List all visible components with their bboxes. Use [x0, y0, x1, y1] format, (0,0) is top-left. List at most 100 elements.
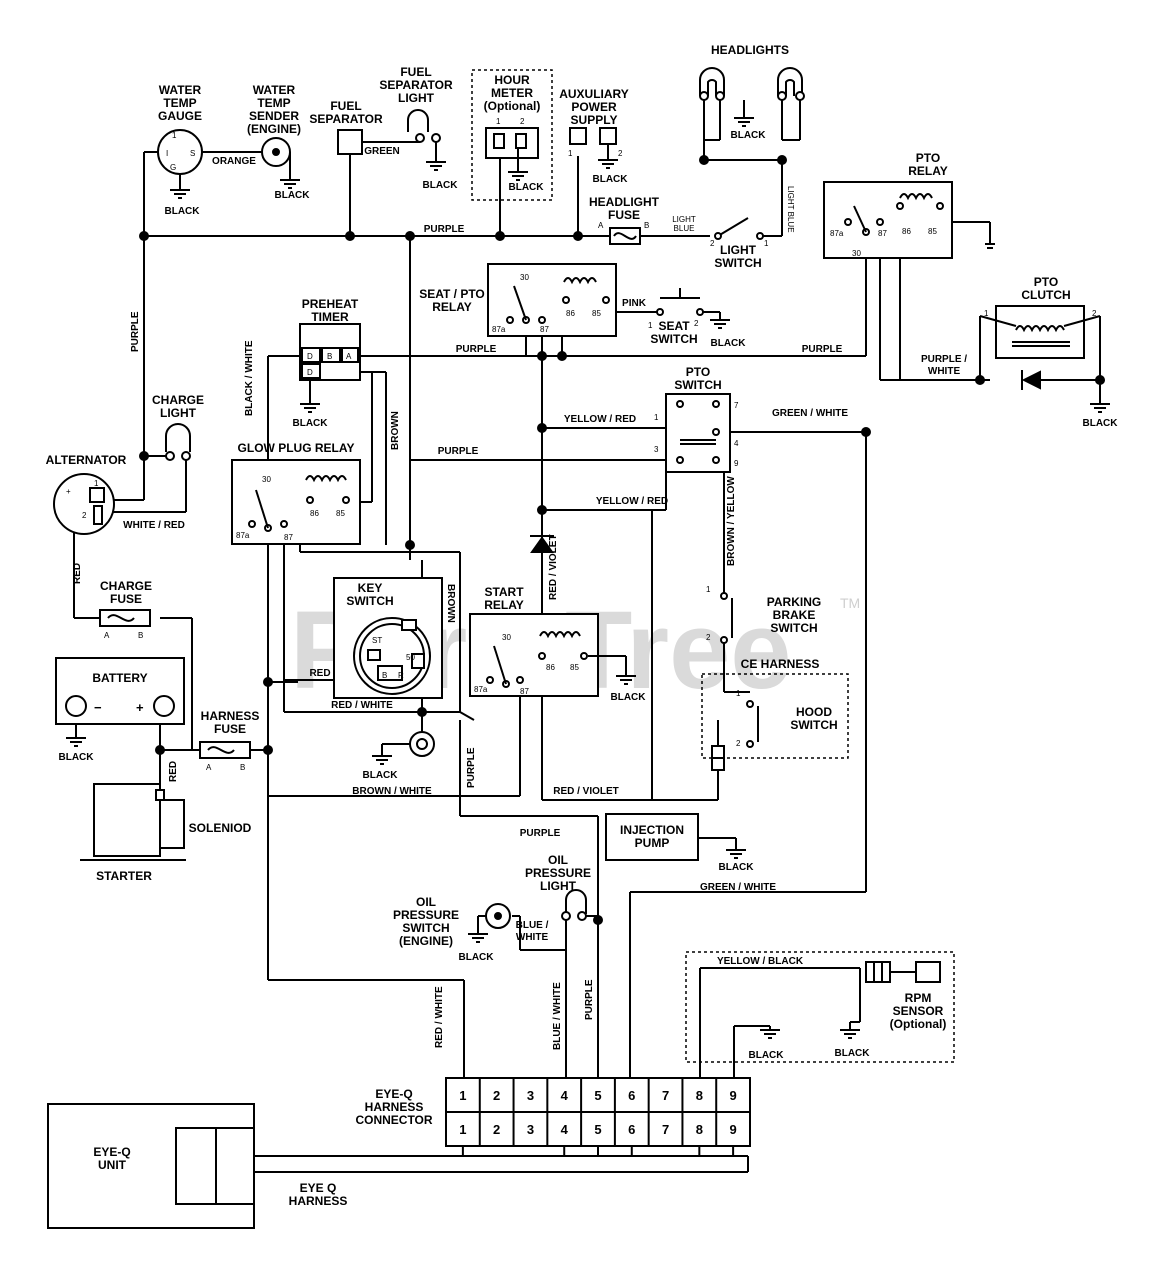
svg-text:PINK: PINK	[622, 298, 647, 309]
svg-text:BLUE: BLUE	[674, 224, 695, 233]
svg-text:WHITE: WHITE	[516, 932, 549, 943]
svg-text:CHARGE: CHARGE	[152, 393, 204, 407]
svg-text:TIMER: TIMER	[311, 310, 349, 324]
svg-text:+: +	[136, 700, 144, 715]
svg-text:A: A	[346, 352, 352, 361]
svg-text:TEMP: TEMP	[257, 96, 290, 110]
svg-text:BROWN: BROWN	[390, 411, 401, 450]
svg-text:YELLOW / RED: YELLOW / RED	[564, 414, 636, 425]
connector-pin-top: 1	[459, 1088, 466, 1103]
svg-text:2: 2	[710, 239, 715, 248]
svg-text:1: 1	[648, 321, 653, 330]
svg-text:1: 1	[984, 309, 989, 318]
svg-text:9: 9	[734, 459, 739, 468]
connector-pin-top: 6	[628, 1088, 635, 1103]
svg-text:EYE-Q: EYE-Q	[375, 1087, 412, 1101]
svg-text:B: B	[138, 631, 143, 640]
svg-text:85: 85	[592, 309, 601, 318]
headlights-ground-label: BLACK	[731, 130, 767, 141]
svg-text:G: G	[170, 163, 176, 172]
connector-pin-bottom: 7	[662, 1122, 669, 1137]
svg-text:BLACK: BLACK	[1083, 418, 1119, 429]
svg-text:LIGHT: LIGHT	[720, 243, 757, 257]
svg-text:RED / VIOLET: RED / VIOLET	[553, 786, 619, 797]
svg-text:PRESSURE: PRESSURE	[393, 908, 459, 922]
svg-text:SENSOR: SENSOR	[893, 1004, 944, 1018]
svg-text:EYE-Q: EYE-Q	[93, 1145, 130, 1159]
preheat-timer: D B A D PREHEAT TIMER BLACK BLACK / WHIT…	[244, 297, 401, 450]
svg-text:87: 87	[520, 687, 529, 696]
svg-text:GAUGE: GAUGE	[158, 109, 202, 123]
svg-text:ST: ST	[372, 636, 382, 645]
connector-pin-top: 7	[662, 1088, 669, 1103]
svg-text:SEPARATOR: SEPARATOR	[309, 112, 383, 126]
connector-pin-bottom: 9	[729, 1122, 736, 1137]
svg-text:A: A	[598, 221, 604, 230]
svg-text:EYE Q: EYE Q	[300, 1181, 337, 1195]
svg-text:BLACK / WHITE: BLACK / WHITE	[244, 340, 255, 416]
svg-text:WATER: WATER	[253, 83, 296, 97]
svg-text:BROWN / WHITE: BROWN / WHITE	[352, 786, 432, 797]
svg-text:BROWN / YELLOW: BROWN / YELLOW	[726, 476, 737, 566]
svg-text:1: 1	[568, 149, 573, 158]
starter: STARTER SOLENIOD BROWN / WHITE PURPLE RE…	[80, 747, 619, 883]
svg-text:BLACK: BLACK	[711, 338, 747, 349]
svg-text:PTO: PTO	[1034, 275, 1058, 289]
connector-pin-bottom: 8	[696, 1122, 703, 1137]
svg-text:POWER: POWER	[571, 100, 617, 114]
battery: − + BATTERY BLACK	[55, 657, 185, 763]
svg-text:RED: RED	[309, 668, 330, 679]
oil-pressure-light: OIL PRESSURE LIGHT	[525, 853, 591, 921]
connector-pin-bottom: 4	[561, 1122, 569, 1137]
glow-plug-relay: GLOW PLUG RELAY 87a 30 87 86 85	[231, 441, 361, 545]
svg-text:FUSE: FUSE	[214, 722, 246, 736]
svg-text:BLACK: BLACK	[275, 190, 311, 201]
svg-text:INJECTION: INJECTION	[620, 823, 684, 837]
svg-text:SEPARATOR: SEPARATOR	[379, 78, 453, 92]
svg-text:RED / VIOLET: RED / VIOLET	[548, 534, 559, 600]
svg-text:PURPLE: PURPLE	[438, 446, 479, 457]
svg-text:PTO: PTO	[916, 151, 940, 165]
pto-relay: PTO RELAY 87a 30 87 86 85	[823, 151, 995, 259]
water-temp-gauge-label-1: WATER	[159, 83, 202, 97]
connector-pin-bottom: 3	[527, 1122, 534, 1137]
svg-text:LIGHT: LIGHT	[540, 879, 577, 893]
alternator: + 1 2 ALTERNATOR WHITE / RED RED	[46, 453, 185, 584]
svg-text:1: 1	[764, 239, 769, 248]
svg-text:YELLOW / RED: YELLOW / RED	[596, 496, 668, 507]
diode: RED / VIOLET	[530, 534, 559, 600]
svg-text:87: 87	[878, 229, 887, 238]
svg-text:CLUTCH: CLUTCH	[1021, 288, 1070, 302]
svg-text:85: 85	[570, 663, 579, 672]
connector-pin-top: 2	[493, 1088, 500, 1103]
svg-text:FUEL: FUEL	[330, 99, 361, 113]
svg-text:I: I	[166, 149, 168, 158]
svg-text:B: B	[382, 671, 387, 680]
svg-text:RPM: RPM	[905, 991, 932, 1005]
gauge-ground-label: BLACK	[165, 206, 201, 217]
oil-pressure-switch: OIL PRESSURE SWITCH (ENGINE) BLACK BLUE …	[393, 895, 595, 1050]
svg-text:PURPLE: PURPLE	[520, 828, 561, 839]
connector-pin-bottom: 5	[594, 1122, 601, 1137]
svg-text:GREEN / WHITE: GREEN / WHITE	[700, 882, 776, 893]
svg-text:RED: RED	[168, 761, 179, 782]
svg-text:BLACK: BLACK	[509, 182, 545, 193]
svg-text:30: 30	[502, 633, 511, 642]
svg-text:2: 2	[736, 739, 741, 748]
svg-text:SUPPLY: SUPPLY	[571, 113, 618, 127]
svg-text:A: A	[104, 631, 110, 640]
svg-text:1: 1	[654, 413, 659, 422]
svg-text:+: +	[66, 487, 71, 496]
svg-text:−: −	[94, 700, 102, 715]
svg-text:(ENGINE): (ENGINE)	[399, 934, 453, 948]
seat-pto-relay: SEAT / PTO RELAY 87a 30 87 86 85 PURPLE …	[419, 263, 843, 355]
watermark-tm: TM	[840, 595, 860, 611]
svg-text:D: D	[307, 368, 313, 377]
headlights: HEADLIGHTS BLACK	[699, 43, 805, 141]
svg-text:WHITE: WHITE	[928, 366, 961, 377]
water-temp-sender: WATER TEMP SENDER (ENGINE) BLACK	[247, 83, 310, 201]
green-wire-label: GREEN	[364, 146, 400, 157]
svg-text:(Optional): (Optional)	[484, 99, 541, 113]
